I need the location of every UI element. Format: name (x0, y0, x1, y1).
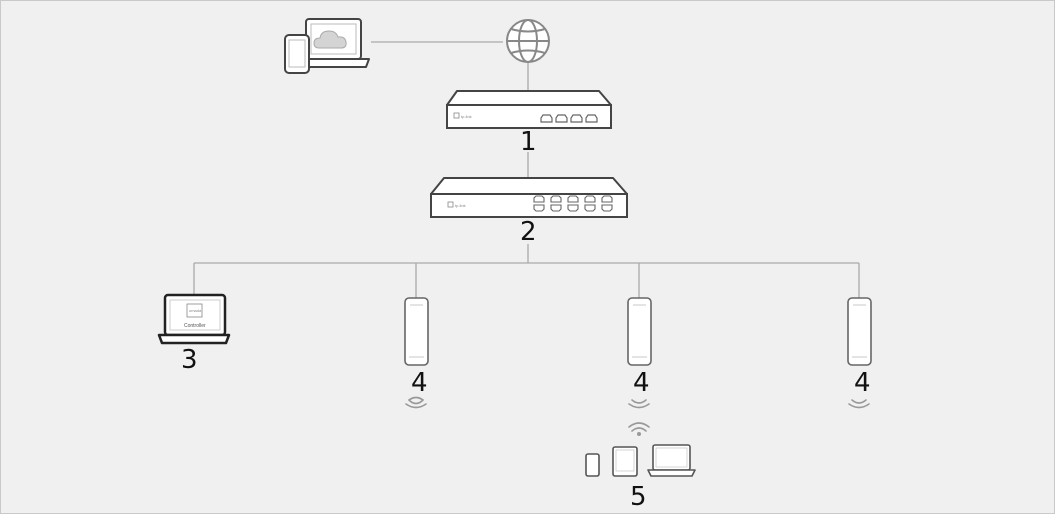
wifi-signal-icon (848, 399, 870, 409)
switch-icon: tp-link (430, 177, 628, 218)
clients-number-label: 5 (630, 482, 647, 512)
wifi-signal-icon (628, 399, 650, 409)
connection-lines (193, 41, 860, 298)
router-number-label: 1 (520, 127, 537, 157)
wifi-signal-icon (628, 422, 650, 436)
access-point-icon (404, 297, 429, 366)
wifi-signal-icon (405, 396, 427, 409)
access-point-icon (627, 297, 652, 366)
switch-number-label: 2 (520, 217, 537, 247)
access-point-icon (847, 297, 872, 366)
controller-number-label: 3 (181, 345, 198, 375)
router-icon: tp-link (446, 90, 612, 129)
ap3-number-label: 4 (854, 368, 871, 398)
controller-caption: Controller (184, 323, 206, 329)
ap2-number-label: 4 (633, 368, 650, 398)
globe-icon (506, 19, 550, 63)
router-logo: tp-link (461, 114, 472, 119)
ap1-number-label: 4 (411, 368, 428, 398)
phone-tablet-laptop-icon (585, 444, 696, 477)
phone-and-laptop-cloud-icon (284, 18, 370, 74)
controller-logo: omada (189, 308, 202, 313)
laptop-controller-icon: omada Controller (157, 293, 231, 345)
switch-logo: tp-link (455, 203, 466, 208)
